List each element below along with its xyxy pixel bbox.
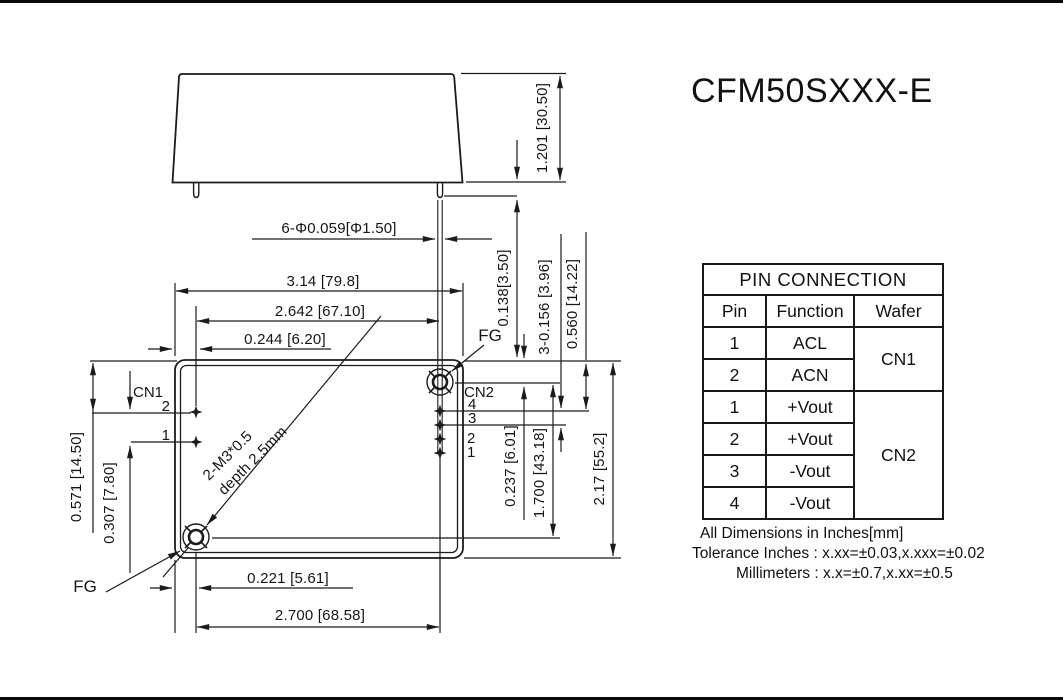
fg-top-leader — [451, 344, 485, 372]
function-cell: -Vout — [765, 486, 855, 520]
dim-left-outer: 0.571 [14.50] — [68, 432, 85, 522]
pin-marker-icon — [433, 404, 447, 418]
pin-cell: 2 — [702, 422, 767, 456]
module-body-side — [171, 73, 464, 184]
dim-edge-to-screw: 0.221 [5.61] — [247, 570, 329, 587]
note-dimensions-units: All Dimensions in Inches[mm] — [700, 525, 904, 542]
table-row: 1 ACL CN1 — [702, 326, 945, 392]
fg-screw-top-icon — [426, 368, 454, 396]
module-pin-left — [192, 182, 200, 199]
wafer-cell-cn1: CN1 — [852, 326, 945, 392]
pin-marker-icon — [433, 432, 447, 446]
cn2-label: CN2 — [464, 384, 494, 401]
pin-cell: 1 — [702, 390, 767, 424]
cn2-pin1-label: 1 — [467, 444, 475, 461]
cn1-label: CN1 — [133, 384, 163, 401]
function-cell: ACN — [765, 358, 855, 392]
dim-total-height: 2.17 [55.2] — [591, 432, 608, 505]
cn2-pin-markers — [433, 404, 447, 460]
note-tolerance-mm: Millimeters : x.x=±0.7,x.xx=±0.5 — [736, 565, 953, 582]
cn2-pin3-label: 3 — [468, 410, 476, 427]
fg-top-label: FG — [478, 326, 502, 345]
dim-screw-offset: 0.237 [6.01] — [502, 425, 519, 507]
dim-edge-to-pin: 0.244 [6.20] — [244, 331, 326, 348]
fg-bottom-leader — [105, 550, 181, 593]
pin-table-title: PIN CONNECTION — [701, 263, 945, 296]
dim-screw-span-h: 2.700 [68.58] — [275, 607, 365, 624]
fg-screw-bottom-icon — [182, 523, 210, 551]
note-tolerance-inches: Tolerance Inches : x.xx=±0.03,x.xxx=±0.0… — [692, 545, 985, 562]
pin-cell: 3 — [702, 454, 767, 488]
cn1-pin2-label: 2 — [162, 398, 170, 415]
function-cell: +Vout — [765, 390, 855, 424]
page-top-border — [0, 0, 1063, 3]
dim-pin-length: 0.138[3.50] — [495, 249, 512, 326]
pin-marker-icon — [189, 405, 203, 419]
cn2-pin2-label: 2 — [467, 430, 475, 447]
pin-table-header-wafer: Wafer — [852, 294, 945, 328]
table-row: 4 -Vout — [702, 486, 943, 520]
dim-side-height: 1.201 [30.50] — [534, 83, 551, 173]
table-row: 1 +Vout CN2 — [702, 390, 945, 520]
table-row: 3 -Vout — [702, 454, 943, 488]
dim-pin-pitch: 3-0.156 [3.96] — [536, 259, 553, 354]
pin-cell: 4 — [702, 486, 767, 520]
side-view-dimensions — [252, 72, 566, 358]
function-cell: +Vout — [765, 422, 855, 456]
screw-note-leader — [206, 315, 382, 526]
top-view — [174, 359, 464, 559]
pin-leader-lines — [92, 410, 589, 443]
dim-left-inner: 0.307 [7.80] — [101, 462, 118, 544]
dim-pin-span: 2.642 [67.10] — [275, 303, 365, 320]
cn1-pin-markers — [189, 405, 203, 449]
page-bottom-border — [0, 697, 1063, 700]
pin-marker-icon — [433, 418, 447, 432]
module-outline-outer — [174, 359, 464, 559]
function-cell: ACL — [765, 326, 855, 360]
pin-marker-icon — [189, 435, 203, 449]
pin-connection-table: PIN CONNECTION Pin Function Wafer 1 ACL … — [701, 263, 945, 520]
dim-pin-diameter: 6-Φ0.059[Φ1.50] — [281, 220, 396, 237]
part-number-title: CFM50SXXX-E — [691, 72, 933, 110]
top-dimensions — [148, 283, 464, 406]
pin-table-header-pin: Pin — [702, 294, 767, 328]
table-row: 2 +Vout — [702, 422, 943, 456]
fg-bottom-label: FG — [73, 577, 97, 596]
pin-cell: 1 — [702, 326, 767, 360]
left-dimensions — [90, 360, 177, 573]
bottom-dimensions — [150, 452, 441, 633]
dim-screw-span-v: 1.700 [43.18] — [531, 428, 548, 518]
function-cell: -Vout — [765, 454, 855, 488]
pin-table-header-function: Function — [765, 294, 855, 328]
cn2-pin4-label: 4 — [468, 396, 476, 413]
dim-top-to-pin: 0.560 [14.22] — [564, 259, 581, 349]
side-view — [171, 73, 464, 452]
table-row: 2 ACN — [702, 358, 943, 392]
right-dimensions — [212, 232, 621, 559]
wafer-cell-cn2: CN2 — [852, 390, 945, 520]
module-pin-right — [436, 182, 444, 199]
pin-cell: 2 — [702, 358, 767, 392]
dim-total-width: 3.14 [79.8] — [286, 273, 359, 290]
cn1-pin1-label: 1 — [162, 427, 170, 444]
module-outline-inner — [179, 364, 459, 554]
